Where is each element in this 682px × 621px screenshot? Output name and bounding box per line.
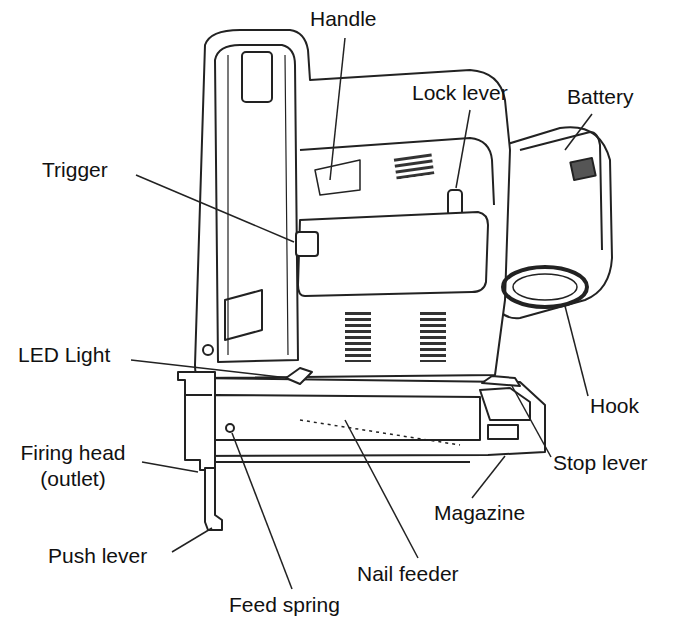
part-label: Lock lever xyxy=(412,80,508,106)
part-label: Hook xyxy=(590,393,639,419)
part-label: Trigger xyxy=(42,157,108,183)
part-label: Feed spring xyxy=(229,592,340,618)
firing-head xyxy=(178,372,215,470)
leader-lines xyxy=(131,38,592,589)
part-label: Firing head (outlet) xyxy=(2,440,144,493)
part-label: Nail feeder xyxy=(357,561,459,587)
magazine xyxy=(190,378,545,456)
part-label: Battery xyxy=(567,84,634,110)
tool-body xyxy=(195,30,510,378)
part-label: Push lever xyxy=(48,543,147,569)
part-label: Magazine xyxy=(434,500,525,526)
part-label: Handle xyxy=(310,6,377,32)
part-label: Stop lever xyxy=(553,450,648,476)
push-lever xyxy=(205,468,222,530)
part-label: LED Light xyxy=(18,342,110,368)
